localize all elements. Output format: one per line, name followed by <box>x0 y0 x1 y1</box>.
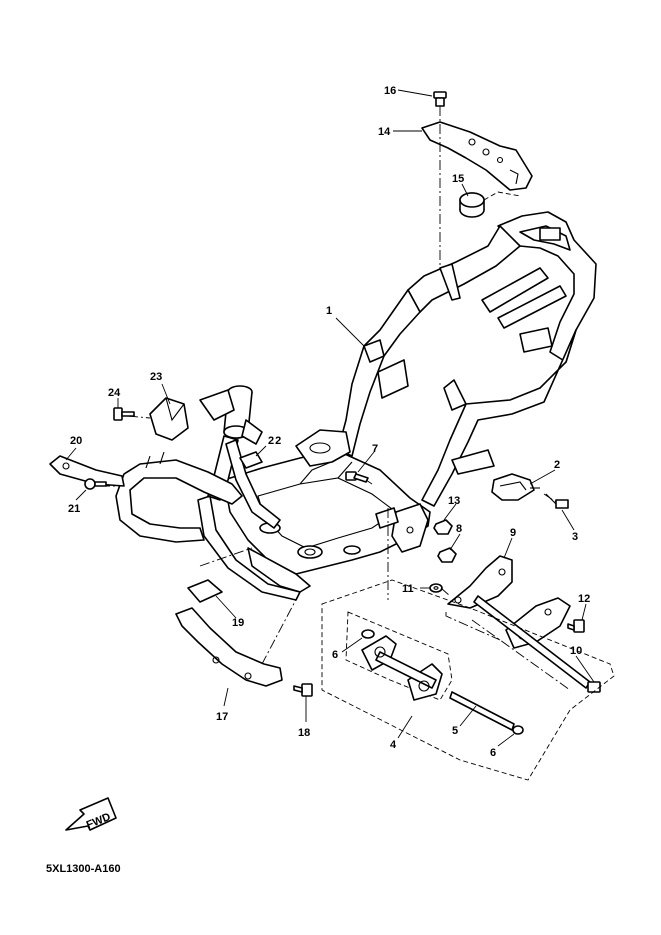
callout-11: 11 <box>402 583 414 595</box>
part-20-bracket <box>49 455 125 487</box>
callout-3: 3 <box>572 531 578 543</box>
callout-24: 24 <box>108 387 121 399</box>
callout-17: 17 <box>216 711 228 723</box>
part-2-clip <box>491 473 540 501</box>
part-15-damper <box>459 191 521 218</box>
drawing-code: 5XL1300-A160 <box>46 863 121 875</box>
engine-mount-bracket <box>505 597 571 649</box>
part-4-pivot-assembly <box>361 635 443 701</box>
part-6-collar-a <box>361 629 375 639</box>
callout-8: 8 <box>456 523 462 535</box>
callout-15: 15 <box>452 173 464 185</box>
part-3-screw <box>545 493 569 509</box>
fwd-arrow: FWD <box>65 797 117 831</box>
callout-16: 16 <box>384 85 396 97</box>
callout-5: 5 <box>452 725 458 737</box>
callout-7: 7 <box>372 443 378 455</box>
callout-22: 22 <box>268 435 282 447</box>
part-13-nut <box>433 519 453 535</box>
callout-18: 18 <box>298 727 310 739</box>
part-21-bolt <box>84 478 107 490</box>
part-17-skid-plate <box>175 607 283 687</box>
part-1-frame <box>337 211 597 507</box>
callout-21: 21 <box>68 503 80 515</box>
leader-lines <box>65 89 595 747</box>
part-23-bracket <box>149 397 189 441</box>
part-18-bolt <box>293 683 313 697</box>
part-16-bolt <box>433 91 447 107</box>
callout-13: 13 <box>448 495 460 507</box>
part-14-bracket <box>421 121 533 191</box>
part-7-bolt <box>345 471 369 483</box>
part-19-pad <box>187 579 223 603</box>
part-6-collar-b <box>512 725 524 735</box>
mounting-lines <box>100 415 571 691</box>
part-8-nut <box>437 547 457 563</box>
part-12-bolt <box>567 619 585 633</box>
callout-19: 19 <box>232 617 244 629</box>
callout-9: 9 <box>510 527 516 539</box>
part-1-frame-floor <box>223 429 431 593</box>
callout-14: 14 <box>378 126 391 138</box>
callout-4: 4 <box>390 739 397 751</box>
callout-6a: 6 <box>332 649 338 661</box>
callout-20: 20 <box>70 435 82 447</box>
callout-6b: 6 <box>490 747 496 759</box>
callout-10: 10 <box>570 645 582 657</box>
callout-2: 2 <box>554 459 560 471</box>
part-5-shaft <box>449 691 515 731</box>
assembly-4-boundary <box>321 579 615 781</box>
callout-23: 23 <box>150 371 162 383</box>
front-loop <box>115 451 243 543</box>
part-11-washer <box>429 583 443 593</box>
part-24-bolt <box>113 407 135 421</box>
callout-1: 1 <box>326 305 332 317</box>
callout-12: 12 <box>578 593 590 605</box>
callout-numbers: 1 2 3 4 5 6 6 7 8 9 10 11 12 13 14 15 16… <box>68 85 590 759</box>
